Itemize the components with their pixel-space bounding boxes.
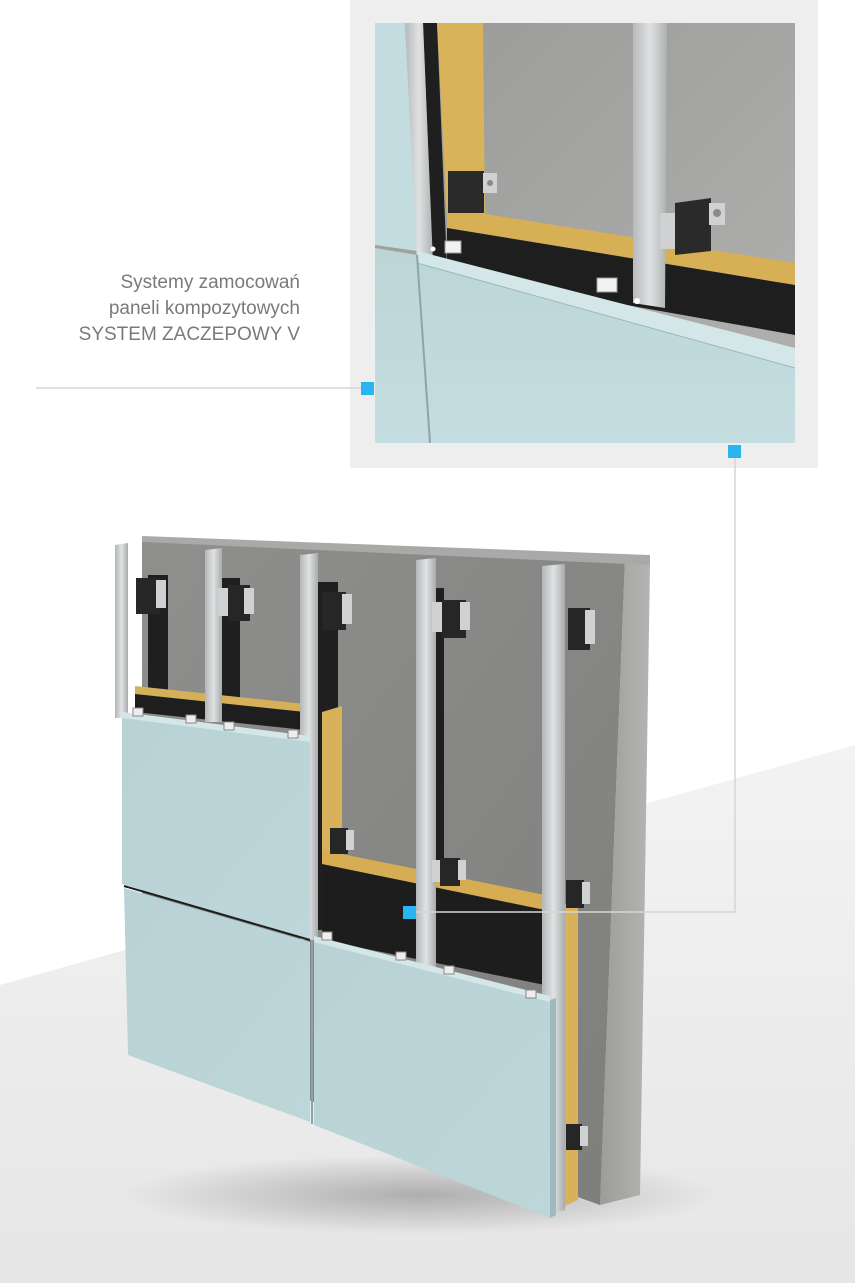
wall-bracket-icon [660,198,725,255]
composite-panel [124,888,310,1122]
leader-line-detail [410,450,736,913]
hook-clip-icon [430,240,462,254]
composite-panel [314,940,550,1218]
caption-line-1: Systemy zamocowań [120,272,300,293]
detail-upper-panel [375,23,417,251]
wall-bracket-icon [566,880,590,908]
hook-clip-icon [596,277,640,304]
caption: Systemy zamocowań paneli kompozytowych S… [79,270,300,348]
detail-panel-lip [417,251,795,368]
hook-clip-icon [132,707,537,999]
insulation-column [322,706,342,858]
panel-edge [550,998,556,1218]
caption-line-3: SYSTEM ZACZEPOWY V [78,324,300,345]
square-marker-icon [403,906,416,919]
panel-lip [122,712,310,742]
wall-bracket-icon [432,858,466,886]
concrete-wall-side [600,558,650,1205]
vertical-rail [416,558,436,972]
panel-joint [123,885,311,941]
wall-bracket-icon [448,171,497,213]
wall-bracket-icon [568,608,595,650]
detail-rail-left [405,23,433,263]
square-marker-icon [728,445,741,458]
detail-membrane-vertical [423,23,447,268]
wall-bracket-icon [218,585,254,621]
vertical-rail [205,548,222,722]
detail-membrane-band [447,228,795,335]
detail-rail-right [633,23,667,308]
vertical-rail [115,543,128,718]
detail-insulation-horizontal [447,208,795,285]
wall-bracket-icon [432,600,470,638]
square-marker-icon [361,382,374,395]
detail-closeup [375,23,795,443]
caption-line-2: paneli kompozytowych [108,298,300,319]
wall-bracket-icon [566,1124,588,1150]
detail-panel-seam [416,254,431,443]
wall-bracket-icon [330,828,354,854]
wall-bracket-icon [136,578,166,614]
detail-lower-panel [375,248,795,443]
concrete-wall-top [142,536,650,565]
panel-lip [314,936,550,1002]
wall-bracket-icon [322,592,352,630]
composite-panel [122,716,310,940]
